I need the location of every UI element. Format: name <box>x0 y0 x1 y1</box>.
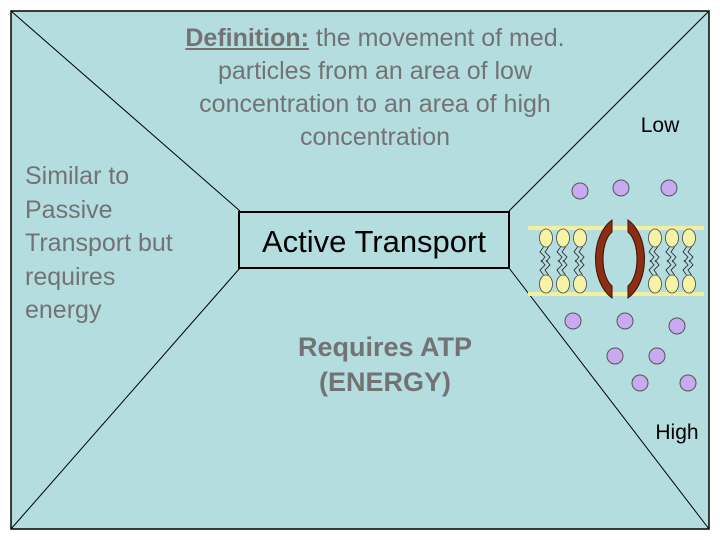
definition-text: Definition: the movement of med. particl… <box>175 22 575 154</box>
phospholipid-tail <box>544 246 551 263</box>
high-concentration-label: High <box>655 421 699 444</box>
membrane-illustration <box>528 179 704 392</box>
page-title: Active Transport <box>262 224 486 259</box>
phospholipid-tail <box>573 246 580 263</box>
low-concentration-label: Low <box>640 114 680 137</box>
phospholipid-head <box>556 274 570 294</box>
particle <box>668 317 686 335</box>
diagonal-top-left <box>10 10 241 212</box>
phospholipid-tail <box>670 259 677 276</box>
phospholipid-tail <box>682 259 689 276</box>
transport-protein-right <box>627 219 645 299</box>
phospholipid-head <box>648 274 662 294</box>
particle <box>679 374 697 392</box>
particle <box>571 182 589 200</box>
phospholipid-tail <box>544 259 551 276</box>
phospholipid-head <box>573 274 587 294</box>
phospholipid-tail <box>561 246 568 263</box>
title-box <box>238 211 510 269</box>
frame-background <box>10 10 710 530</box>
phospholipid-head <box>539 228 553 248</box>
phospholipid-tail <box>648 259 655 276</box>
phospholipid-head <box>682 228 696 248</box>
diagonal-bottom-left <box>10 267 241 530</box>
particle <box>660 179 678 197</box>
particle <box>612 179 630 197</box>
phospholipid-tail <box>539 259 546 276</box>
phospholipid-head <box>539 274 553 294</box>
phospholipid-head <box>573 228 587 248</box>
definition-label: Definition: <box>185 24 309 52</box>
phospholipid-tail <box>556 246 563 263</box>
particle <box>648 347 666 365</box>
phospholipid-tail <box>578 246 585 263</box>
phospholipid-tail <box>687 259 694 276</box>
phospholipid-head <box>682 274 696 294</box>
atp-requirement: Requires ATP (ENERGY) <box>297 332 473 397</box>
phospholipid-tail <box>653 259 660 276</box>
phospholipid-head <box>665 228 679 248</box>
phospholipid-tail <box>573 259 580 276</box>
phospholipid-head <box>556 228 570 248</box>
phospholipid-tail <box>578 259 585 276</box>
phospholipid-tail <box>561 259 568 276</box>
particle <box>606 347 624 365</box>
diagonal-bottom-right <box>508 267 710 530</box>
phospholipid-tail <box>556 259 563 276</box>
phospholipid-tail <box>687 246 694 263</box>
phospholipid-head <box>648 228 662 248</box>
definition-body: the movement of med. particles from an a… <box>199 24 565 151</box>
particle <box>616 312 634 330</box>
phospholipid-tail <box>539 246 546 263</box>
similar-note: Similar to Passive Transport but require… <box>25 162 173 324</box>
phospholipid-head <box>665 274 679 294</box>
membrane-band-bottom <box>528 292 704 296</box>
phospholipid-tail <box>665 246 672 263</box>
diagonal-top-right <box>508 10 710 212</box>
phospholipid-tail <box>653 246 660 263</box>
phospholipid-tail <box>648 246 655 263</box>
phospholipid-tail <box>670 246 677 263</box>
phospholipid-tail <box>682 246 689 263</box>
transport-protein-left <box>595 219 613 299</box>
membrane-band-top <box>528 226 704 230</box>
particle <box>631 374 649 392</box>
particle <box>564 312 582 330</box>
phospholipid-tail <box>665 259 672 276</box>
